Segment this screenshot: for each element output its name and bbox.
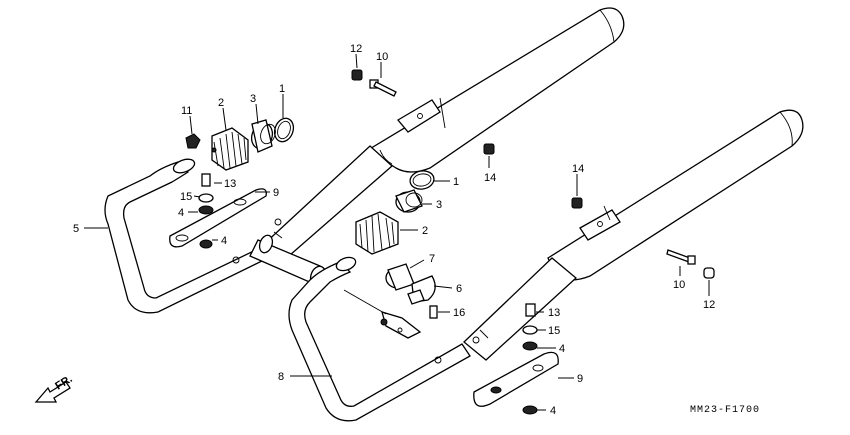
callout-3b: 3 bbox=[436, 199, 442, 211]
front-direction-arrow-icon: FR. bbox=[34, 373, 75, 403]
gasket-lower bbox=[409, 170, 435, 190]
callout-4a: 4 bbox=[178, 207, 184, 219]
callout-16: 16 bbox=[453, 307, 465, 319]
nut-14a bbox=[483, 143, 495, 155]
cap-nut bbox=[185, 133, 201, 149]
diagram-code: MM23-F1700 bbox=[690, 405, 760, 416]
callout-4b: 4 bbox=[221, 235, 227, 247]
nut-14b bbox=[571, 197, 583, 209]
collar-lower bbox=[395, 189, 423, 213]
callout-15a: 15 bbox=[180, 191, 192, 203]
callout-12b: 12 bbox=[703, 299, 715, 311]
callout-3a: 3 bbox=[250, 93, 256, 105]
callout-7: 7 bbox=[429, 253, 435, 265]
callout-5: 5 bbox=[73, 223, 79, 235]
callout-14a: 14 bbox=[484, 172, 496, 184]
callout-13b: 13 bbox=[548, 307, 560, 319]
nut-lower bbox=[703, 267, 715, 279]
callout-2a: 2 bbox=[218, 97, 224, 109]
callout-4c: 4 bbox=[559, 343, 565, 355]
upper-bracket-assembly bbox=[169, 173, 267, 249]
callout-1a: 1 bbox=[279, 83, 285, 95]
lower-bracket-assembly bbox=[473, 303, 559, 415]
callout-10a: 10 bbox=[376, 51, 388, 63]
clamp-assembly bbox=[343, 263, 438, 339]
callout-6: 6 bbox=[456, 283, 462, 295]
joint-fins-upper bbox=[211, 127, 249, 171]
collar-upper bbox=[250, 119, 276, 153]
callout-labels: 1 3 2 11 15 13 9 4 4 5 12 10 14 1 3 2 7 … bbox=[73, 43, 715, 417]
callout-12a: 12 bbox=[350, 43, 362, 55]
callout-10b: 10 bbox=[673, 279, 685, 291]
upper-muffler bbox=[366, 7, 625, 173]
joint-fins-lower bbox=[355, 211, 399, 255]
callout-14b: 14 bbox=[572, 163, 584, 175]
gasket-upper bbox=[273, 117, 295, 143]
callout-8: 8 bbox=[278, 371, 284, 383]
leader-lines bbox=[84, 53, 710, 411]
callout-4d: 4 bbox=[550, 405, 556, 417]
upper-exhaust-pipe bbox=[104, 145, 393, 314]
bolt-upper bbox=[369, 79, 397, 97]
callout-9a: 9 bbox=[273, 187, 279, 199]
callout-13a: 13 bbox=[224, 178, 236, 190]
lower-exhaust-pipe bbox=[288, 256, 577, 422]
callout-15b: 15 bbox=[548, 325, 560, 337]
nut-upper bbox=[351, 69, 363, 81]
callout-2b: 2 bbox=[422, 225, 428, 237]
bolt-lower bbox=[666, 249, 696, 265]
callout-11: 11 bbox=[181, 105, 192, 117]
callout-1b: 1 bbox=[453, 176, 459, 188]
callout-9b: 9 bbox=[577, 373, 583, 385]
